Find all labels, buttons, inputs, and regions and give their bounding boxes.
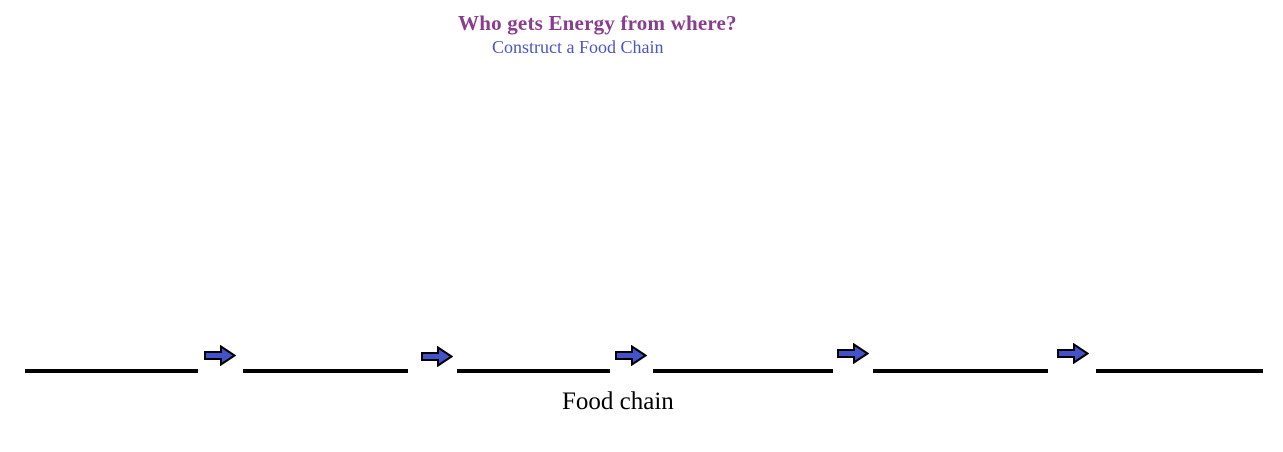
- right-arrow-icon: [837, 343, 869, 364]
- right-arrow-icon: [421, 346, 453, 367]
- right-arrow-icon: [615, 345, 647, 366]
- page-subtitle: Construct a Food Chain: [492, 37, 664, 57]
- food-chain-blank-1[interactable]: [25, 369, 198, 373]
- food-chain-blank-3[interactable]: [457, 369, 610, 373]
- food-chain-label: Food chain: [562, 388, 674, 415]
- right-arrow-icon: [1057, 343, 1089, 364]
- food-chain-blank-2[interactable]: [243, 369, 408, 373]
- food-chain-blank-4[interactable]: [653, 369, 833, 373]
- food-chain-blank-6[interactable]: [1096, 369, 1263, 373]
- page-title: Who gets Energy from where?: [458, 11, 737, 35]
- food-chain-blank-5[interactable]: [873, 369, 1048, 373]
- right-arrow-icon: [204, 345, 236, 366]
